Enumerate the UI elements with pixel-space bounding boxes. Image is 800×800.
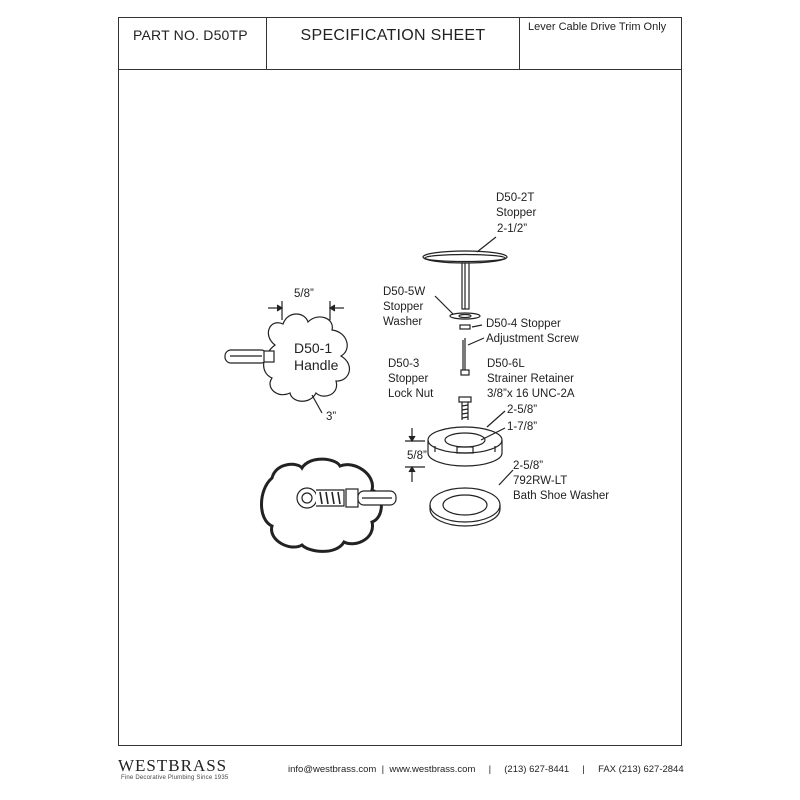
lock-nut-leader — [467, 337, 485, 346]
handle-bottom-view — [260, 457, 397, 553]
strainer-height-label: 5/8” — [407, 450, 427, 462]
adjustment-screw-label: D50-4 Stopper Adjustment Screw — [486, 318, 579, 345]
strainer-top-dimension: 2-5/8” — [507, 404, 538, 416]
trim-note: Lever Cable Drive Trim Only — [528, 21, 667, 33]
strainer-top-leader — [486, 410, 506, 428]
shoe-washer-label: 2-5/8” 792RW-LT Bath Shoe Washer — [513, 460, 610, 502]
strainer-height-dimension — [405, 428, 425, 482]
strainer-mid-leader — [480, 427, 506, 441]
header-table: PART NO. D50TP SPECIFICATION SHEET Lever… — [119, 18, 681, 70]
part-number-cell: PART NO. D50TP — [119, 18, 267, 69]
shoe-washer-part — [429, 487, 501, 527]
stopper-part — [422, 250, 508, 310]
footer: WESTBRASS Fine Decorative Plumbing Since… — [118, 748, 684, 788]
handle-label: D50-1 Handle — [294, 340, 339, 373]
logo-tagline: Fine Decorative Plumbing Since 1935 — [121, 775, 229, 781]
adjustment-screw-part — [459, 324, 471, 330]
handle-width-label: 5/8” — [294, 288, 314, 300]
washer-label: D50-5W Stopper Washer — [383, 286, 426, 328]
westbrass-logo: WESTBRASS — [118, 756, 228, 775]
part-number: PART NO. D50TP — [133, 27, 248, 43]
lock-nut-label: D50-3 Stopper Lock Nut — [388, 358, 434, 400]
shoe-washer-leader — [498, 469, 514, 486]
handle-diameter-leader — [311, 394, 323, 414]
stopper-leader — [476, 236, 497, 253]
retainer-screw-part — [458, 396, 472, 420]
strainer-part — [427, 426, 503, 467]
handle-diameter-label: 3” — [326, 411, 337, 423]
stopper-dimension: 2-1/2” — [497, 223, 528, 235]
trim-note-cell: Lever Cable Drive Trim Only — [520, 18, 681, 69]
sheet-title: SPECIFICATION SHEET — [300, 27, 486, 44]
title-cell: SPECIFICATION SHEET — [267, 18, 520, 69]
washer-leader — [434, 295, 454, 315]
retainer-label: D50-6L Strainer Retainer 3/8”x 16 UNC-2A — [487, 358, 575, 400]
specification-sheet: PART NO. D50TP SPECIFICATION SHEET Lever… — [118, 17, 682, 746]
strainer-mid-dimension: 1-7/8” — [507, 421, 538, 433]
lock-nut-part — [460, 338, 470, 376]
washer-part — [449, 312, 481, 320]
handle-width-dimension — [268, 301, 344, 320]
adjustment-screw-leader — [471, 324, 483, 328]
handle-top-view — [224, 313, 351, 402]
stopper-label: D50-2T Stopper — [496, 192, 537, 219]
contact-info: info@westbrass.com | www.westbrass.com |… — [288, 764, 684, 775]
